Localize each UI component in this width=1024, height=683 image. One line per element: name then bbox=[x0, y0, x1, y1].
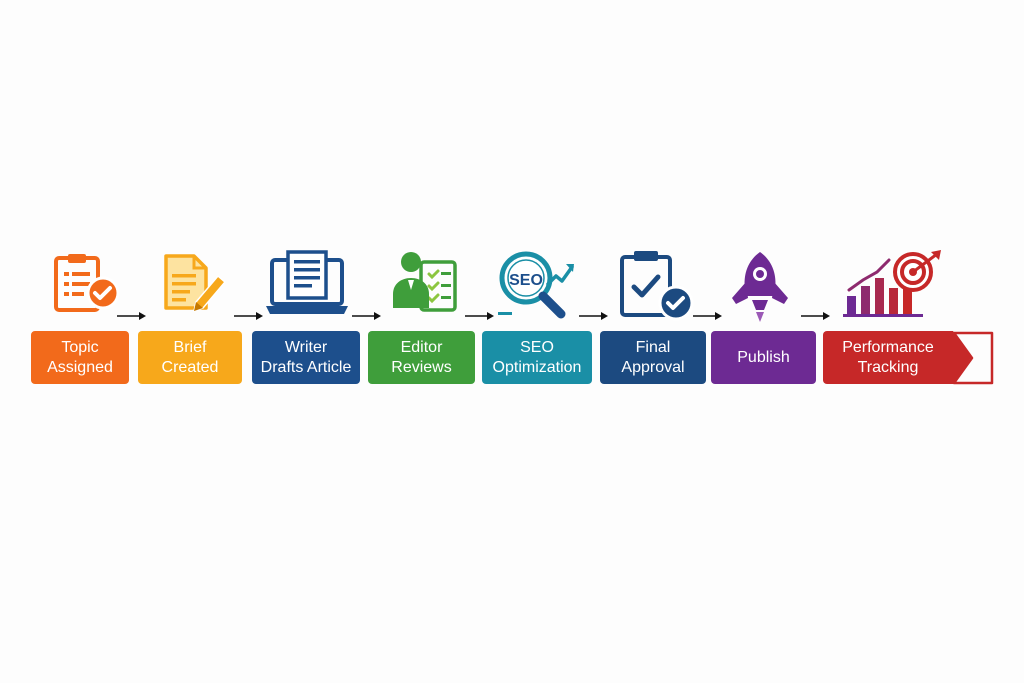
end-chevron-outline bbox=[950, 331, 996, 390]
clipboard-approval-icon bbox=[618, 249, 694, 321]
flow-arrow bbox=[801, 310, 831, 322]
svg-text:SEO: SEO bbox=[509, 272, 543, 289]
flow-arrow bbox=[465, 310, 495, 322]
growth-chart-target-icon bbox=[843, 250, 947, 320]
clipboard-check-icon bbox=[52, 252, 120, 316]
flow-arrow bbox=[693, 310, 723, 322]
flow-arrow bbox=[117, 310, 147, 322]
flow-arrow bbox=[579, 310, 609, 322]
laptop-document-icon bbox=[266, 250, 350, 318]
editor-checklist-icon bbox=[391, 250, 459, 316]
rocket-icon bbox=[728, 250, 792, 322]
seo-magnifier-icon: SEO bbox=[496, 250, 578, 320]
flow-arrow bbox=[352, 310, 382, 322]
step-publish: Publish bbox=[711, 331, 816, 384]
flow-arrow bbox=[234, 310, 264, 322]
document-pencil-icon bbox=[160, 252, 232, 312]
